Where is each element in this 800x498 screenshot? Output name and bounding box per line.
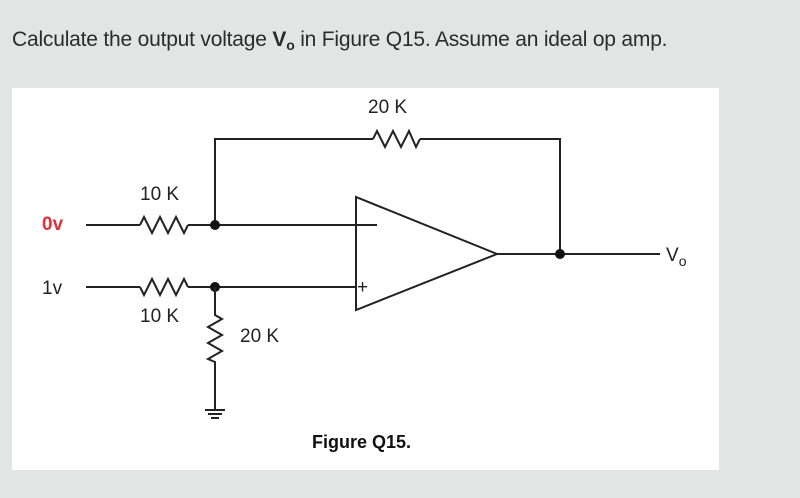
question-text: Calculate the output voltage Vo in Figur… [12, 28, 668, 53]
feedback-resistor-label: 20 K [368, 97, 407, 118]
inverting-node [210, 220, 220, 230]
feedback-wire-right [420, 138, 561, 254]
output-label-main: V [666, 245, 679, 266]
noninverting-input-resistor [139, 276, 189, 298]
noninverting-source-label: 1v [42, 278, 63, 299]
question-prefix: Calculate the output voltage [12, 28, 273, 51]
output-node [555, 249, 565, 259]
inverting-input-resistor [139, 214, 189, 236]
vo-main: V [272, 28, 287, 51]
feedback-resistor [372, 128, 421, 150]
opamp-plus-sign: + [357, 277, 368, 298]
output-voltage-symbol: Vo [272, 28, 295, 53]
inverting-source-label: 0v [42, 214, 64, 235]
vo-subscript: o [286, 37, 295, 53]
output-label: Vo [666, 245, 687, 269]
ground-icon [205, 409, 225, 419]
feedback-wire-left [214, 138, 373, 225]
figure-caption: Figure Q15. [312, 432, 411, 452]
output-label-sub: o [679, 253, 687, 269]
ground-resistor [205, 287, 225, 410]
noninverting-resistor-label: 10 K [140, 306, 179, 327]
ground-resistor-label: 20 K [240, 326, 279, 347]
figure-q15 [12, 88, 719, 470]
inverting-resistor-label: 10 K [140, 184, 179, 205]
opamp-triangle [355, 195, 500, 312]
question-suffix: in Figure Q15. Assume an ideal op amp. [294, 28, 668, 51]
